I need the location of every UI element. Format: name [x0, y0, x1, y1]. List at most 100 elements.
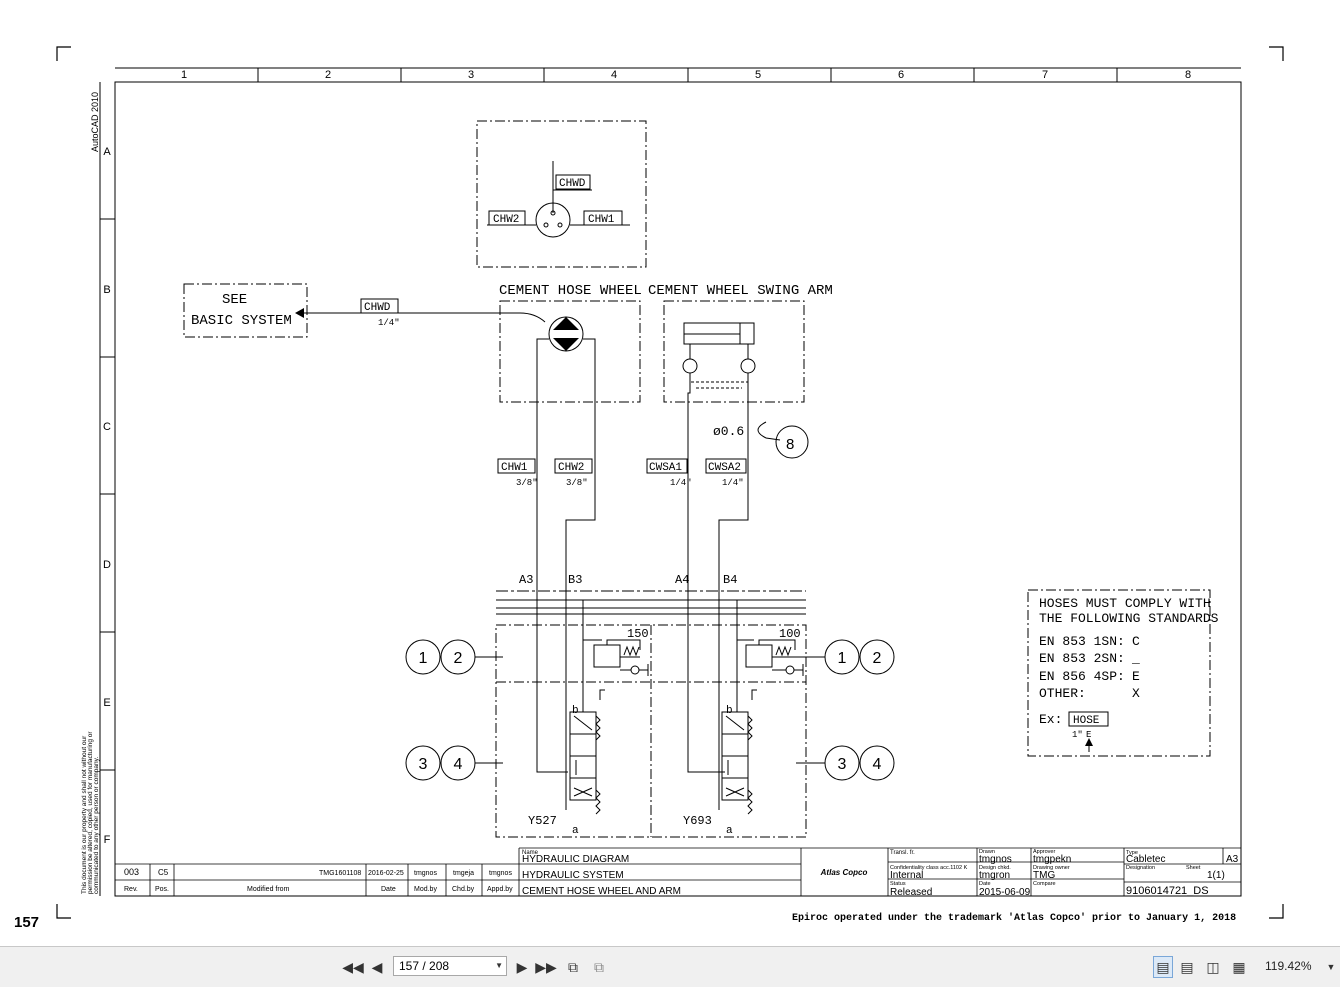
first-page-icon[interactable]: ◀◀	[342, 958, 364, 975]
standard-other-code: X	[1132, 686, 1140, 701]
hose-chw1-size: 3/8"	[516, 478, 538, 488]
last-page-icon[interactable]: ▶▶	[535, 958, 557, 975]
orifice-label: ø0.6	[713, 424, 744, 439]
standard-4sp-code: E	[1132, 669, 1140, 684]
relief-right-value: 100	[779, 627, 801, 641]
relief-valve-right	[745, 644, 773, 668]
grid-col-4: 4	[611, 69, 617, 81]
page-dropdown-icon[interactable]: ▼	[495, 961, 503, 970]
hose-chw1-tag: CHW1	[501, 462, 528, 474]
tb-compare-label: Compare	[1033, 881, 1056, 887]
copy-page-icon[interactable]: ⧉	[594, 958, 604, 975]
hose-cwsa1-tag: CWSA1	[649, 462, 682, 474]
standard-1sn-code: C	[1132, 634, 1140, 649]
relief-left-value: 150	[627, 627, 649, 641]
hose-cwsa2-tag: CWSA2	[708, 462, 741, 474]
tb-size: A3	[1226, 854, 1239, 865]
balloon-2-left-label: 2	[454, 650, 463, 667]
hose-wheel-box	[499, 300, 641, 403]
tb-rev: 003	[124, 867, 139, 877]
grid-column-labels: 1 2 3 4 5 6 7 8	[181, 69, 1191, 81]
balloon-4-left-label: 4	[454, 756, 463, 773]
basic-system-hose-tag: CHWD	[364, 302, 391, 314]
connector-chw2-label: CHW2	[493, 214, 519, 226]
balloon-8	[775, 425, 809, 459]
tb-owner-label: Drawing owner	[1033, 865, 1070, 871]
balloon-3-left-label: 3	[419, 756, 428, 773]
tb-modified-from: TMG1601108	[319, 870, 361, 877]
swing-arm-box	[663, 300, 805, 403]
facing-view-icon[interactable]: ◫	[1206, 958, 1220, 975]
balloon-2-right	[859, 639, 895, 675]
standard-4sp: EN 856 4SP:	[1039, 669, 1125, 684]
tb-hdr-rev: Rev.	[124, 886, 138, 893]
solenoid-y693: Y693	[683, 814, 712, 828]
tb-doc-number: 9106014721_DS	[1126, 885, 1209, 897]
balloon-4-right-label: 4	[873, 756, 882, 773]
basic-system-line2: BASIC SYSTEM	[191, 313, 292, 329]
tb-drawn-label: Drawn	[979, 849, 995, 855]
connector-box	[476, 120, 647, 268]
tb-chd-by: tmgeja	[453, 870, 474, 877]
balloon-2-right-label: 2	[873, 650, 882, 667]
tb-pos: C5	[158, 868, 169, 877]
svg-text:permission be altered, copied,: permission be altered, copied, used for …	[87, 731, 94, 894]
tb-status-value: Released	[890, 887, 932, 898]
facing-continuous-view-icon[interactable]: ▦	[1232, 958, 1246, 975]
tb-hdr-date: Date	[381, 886, 396, 893]
svg-text:communicated to any other pers: communicated to any other person or comp…	[93, 757, 100, 894]
port-b4: B4	[723, 573, 737, 587]
orifice-bracket	[757, 421, 767, 439]
port-a3: A3	[519, 573, 533, 587]
relief-valve-left	[593, 644, 621, 668]
tb-mod-date: 2016-02-25	[368, 870, 404, 877]
tb-type-label: Type	[1126, 850, 1138, 856]
swing-arm-title: CEMENT WHEEL SWING ARM	[648, 283, 833, 299]
grid-col-3: 3	[468, 69, 474, 81]
rotate-page-icon[interactable]: ⧉	[568, 958, 578, 975]
tb-owner-value: TMG	[1033, 870, 1055, 881]
single-page-view-icon[interactable]: ▤	[1153, 956, 1173, 978]
standard-2sn-code: _	[1131, 651, 1140, 666]
standards-line1: HOSES MUST COMPLY WITH	[1039, 596, 1211, 611]
tb-title-2: HYDRAULIC SYSTEM	[522, 870, 624, 881]
viewer-toolbar: ◀◀ ◀ ▶ ▶▶ ⧉ ⧉ ▤ ▤ ◫ ▦ ▼	[0, 946, 1340, 987]
tb-appd-by: tmgnos	[489, 870, 512, 877]
standards-line2: THE FOLLOWING STANDARDS	[1039, 611, 1219, 626]
tb-transl-label: Transl. fr.	[890, 850, 915, 856]
tb-conf-value: Internal	[890, 870, 923, 881]
tb-name-label: Name	[522, 850, 539, 856]
tb-type-value: Cabletec	[1126, 854, 1165, 865]
hose-cwsa2-size: 1/4"	[722, 478, 744, 488]
balloon-3-right-label: 3	[838, 756, 847, 773]
grid-col-7: 7	[1042, 69, 1048, 81]
tb-title-3: CEMENT HOSE WHEEL AND ARM	[522, 886, 681, 897]
example-hose-tag: HOSE	[1073, 715, 1100, 727]
tb-hdr-modified: Modified from	[247, 886, 290, 893]
hose-wheel-title: CEMENT HOSE WHEEL	[499, 283, 642, 299]
zoom-level[interactable]: 119.42%	[1265, 959, 1312, 973]
standard-other: OTHER:	[1039, 686, 1086, 701]
balloon-1-left	[405, 639, 441, 675]
continuous-view-icon[interactable]: ▤	[1180, 958, 1194, 975]
page-field-value: 157 / 208	[399, 959, 450, 973]
next-page-icon[interactable]: ▶	[516, 958, 528, 975]
tb-sheet-value: 1(1)	[1207, 870, 1225, 881]
hose-chw2-tag: CHW2	[558, 462, 584, 474]
hose-chw2-size: 3/8"	[566, 478, 588, 488]
motor-arrow-top	[553, 317, 579, 330]
balloon-4-right	[859, 745, 895, 781]
tb-title-1: HYDRAULIC DIAGRAM	[522, 854, 629, 865]
title-block	[115, 847, 1241, 896]
standards-box	[1027, 589, 1211, 757]
grid-col-2: 2	[325, 69, 331, 81]
previous-page-icon[interactable]: ◀	[371, 958, 383, 975]
grid-row-d: D	[103, 559, 111, 571]
balloon-1-right-label: 1	[838, 650, 847, 667]
drawing-sheet: 1 2 3 4 5 6 7 8 A B C D E F AutoCAD 2010…	[56, 46, 1284, 924]
tb-hdr-pos: Pos.	[155, 886, 169, 893]
page-field[interactable]: 157 / 208 ▼	[393, 956, 507, 976]
tb-hdr-chdby: Chd.by	[452, 886, 475, 893]
valve-left-a: a	[572, 825, 579, 837]
zoom-dropdown-icon[interactable]: ▼	[1326, 962, 1336, 972]
